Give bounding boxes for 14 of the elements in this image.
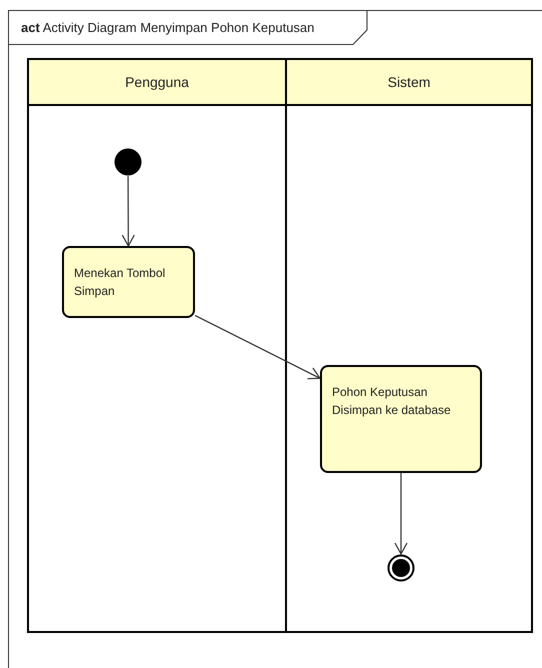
diagram-title: act Activity Diagram Menyimpan Pohon Keputusan xyxy=(21,20,314,35)
action-text: Pohon Keputusan Disimpan ke database xyxy=(332,384,452,419)
lane-title: Sistem xyxy=(388,74,430,90)
lane-title: Pengguna xyxy=(125,74,189,90)
arrow xyxy=(394,473,408,555)
arrow xyxy=(194,314,321,380)
initial-node xyxy=(114,148,142,176)
action-box xyxy=(62,246,195,318)
action-box xyxy=(320,365,482,473)
swimlane xyxy=(285,58,533,633)
final-node xyxy=(387,554,415,582)
arrow xyxy=(122,176,135,247)
action-text: Menekan Tombol Simpan xyxy=(74,265,166,300)
swimlane xyxy=(27,58,287,633)
